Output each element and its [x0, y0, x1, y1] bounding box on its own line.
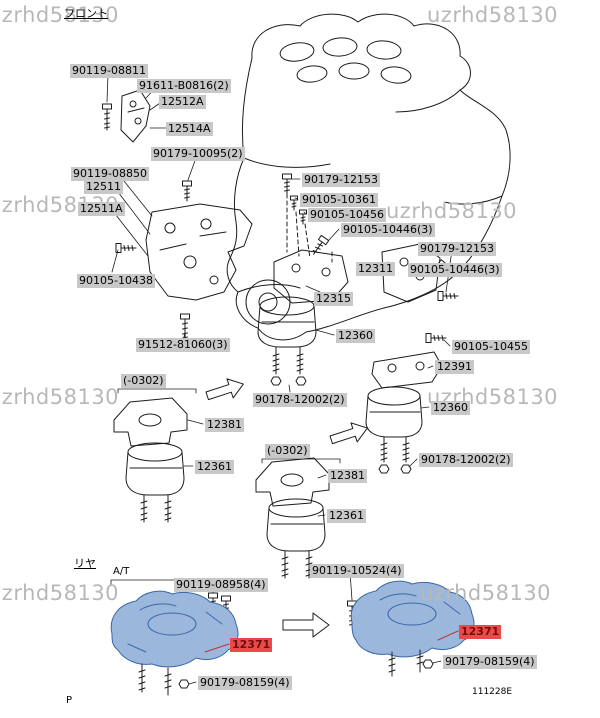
part-label: 12361 — [327, 509, 366, 523]
mount-12360-left-drawing — [257, 296, 317, 375]
part-label: 90119-08811 — [70, 64, 148, 78]
part-label: 90179-12153 — [302, 173, 380, 187]
rear-mount-12371-left-drawing — [110, 590, 239, 668]
part-label: 12391 — [435, 360, 474, 374]
part-label: 90105-10455 — [452, 340, 530, 354]
drawing-number: 111228E — [472, 687, 513, 697]
direction-arrows — [205, 378, 368, 638]
part-label: 90179-08159(4) — [198, 676, 292, 690]
part-label: 12360 — [431, 401, 470, 415]
part-label: 90105-10446(3) — [408, 263, 502, 277]
part-label: 12361 — [195, 460, 234, 474]
part-label: 90178-12002(2) — [419, 453, 513, 467]
rear-section-label: リヤ — [74, 557, 96, 570]
part-label: 12511A — [78, 202, 125, 216]
bracket-12381-left-drawing — [113, 397, 188, 447]
part-label: 90119-08958(4) — [174, 578, 268, 592]
mount-12361-right-drawing — [266, 498, 326, 579]
part-label: (-0302) — [265, 444, 310, 458]
bracket-12315-drawing — [273, 249, 349, 304]
part-label: 91611-B0816(2) — [137, 79, 231, 93]
mount-12360-right-drawing — [365, 386, 423, 463]
part-label: 12512A — [159, 95, 206, 109]
part-label: 12311 — [356, 262, 395, 276]
bracket-12391-drawing — [371, 351, 443, 389]
highlight-leader-lines — [204, 630, 459, 653]
part-label: 90119-10524(4) — [310, 564, 404, 578]
at-variant-label: A/T — [113, 566, 130, 577]
part-label: 90105-10446(3) — [341, 223, 435, 237]
part-label: 12511 — [84, 180, 123, 194]
mount-12361-left-drawing — [125, 442, 185, 523]
part-label: (-0302) — [121, 374, 166, 388]
highlighted-part-label-12371-left: 12371 — [230, 638, 273, 652]
part-label: 90179-08159(4) — [443, 655, 537, 669]
rear-mount-right-studs — [388, 649, 424, 677]
front-section-label: フロント — [64, 7, 108, 20]
part-label: 90178-12002(2) — [253, 393, 347, 407]
part-label: 90105-10438 — [77, 274, 155, 288]
part-label: 12381 — [328, 469, 367, 483]
part-label: 90179-12153 — [418, 242, 496, 256]
page-letter: P — [66, 695, 73, 706]
highlighted-part-label-12371-right: 12371 — [459, 625, 502, 639]
part-label: 12360 — [336, 329, 375, 343]
rear-mount-12371-right-drawing — [350, 580, 475, 658]
rear-mount-left-studs — [138, 663, 172, 696]
part-label: 90105-10361 — [300, 193, 378, 207]
part-label: 90179-10095(2) — [151, 147, 245, 161]
part-label: 91512-81060(3) — [136, 338, 230, 352]
bracket-12511-drawing — [145, 203, 253, 301]
part-label: 90105-10456 — [308, 208, 386, 222]
part-label: 12381 — [205, 418, 244, 432]
part-label: 12514A — [166, 122, 213, 136]
part-label: 12315 — [314, 292, 353, 306]
part-label: 90119-08850 — [71, 167, 149, 181]
plate-12512-12514-drawing — [120, 89, 151, 143]
bolt-drawings — [102, 103, 459, 628]
